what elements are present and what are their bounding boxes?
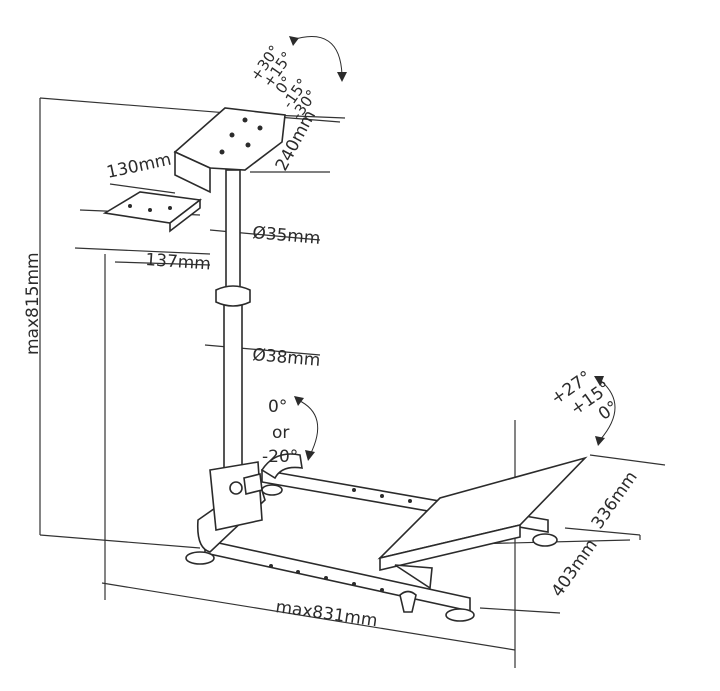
foot-front-left <box>185 551 215 565</box>
label-max-length: max831mm <box>274 597 378 631</box>
label-130mm: 130mm <box>105 150 173 183</box>
label-336mm: 336mm <box>588 468 642 533</box>
rail-holes <box>269 488 412 592</box>
foot-rear-right <box>532 533 558 547</box>
wheel-tilt-labels: +30° +15° 0° -15° -30° <box>247 42 321 123</box>
label-max-height: max815mm <box>23 252 43 355</box>
shifter-plate <box>102 191 203 233</box>
wheel-tilt-arrow <box>291 36 343 76</box>
column-tilt-or: or <box>272 423 289 443</box>
foot-front-right <box>445 608 475 622</box>
label-403mm: 403mm <box>548 536 602 601</box>
column <box>209 169 263 531</box>
label-137mm: 137mm <box>145 250 212 275</box>
wheel-plate-bracket <box>174 150 211 194</box>
tilt-knob <box>243 473 263 495</box>
label-dia-35: Ø35mm <box>252 223 322 249</box>
label-dia-38: Ø38mm <box>252 345 322 371</box>
pedal-plate-hinge <box>394 564 433 590</box>
dimension-labels: 130mm 240mm 137mm Ø35mm Ø38mm max815mm m… <box>23 107 642 631</box>
rotation-arrows <box>289 36 616 461</box>
pedal-tilt-arrow <box>599 379 616 441</box>
wheel-plate <box>173 107 286 194</box>
pedal-tilt-labels: +27° +15° 0° <box>547 367 622 424</box>
column-tilt-0: 0° <box>268 397 287 417</box>
pedal-knob <box>399 590 417 613</box>
column-tilt-minus20: -20° <box>262 447 298 467</box>
foot-rear-left <box>261 484 283 496</box>
column-clamp <box>215 285 251 307</box>
column-base-bracket <box>209 461 263 531</box>
column-tilt-arrow <box>297 399 319 456</box>
pedal-plate <box>377 456 588 613</box>
